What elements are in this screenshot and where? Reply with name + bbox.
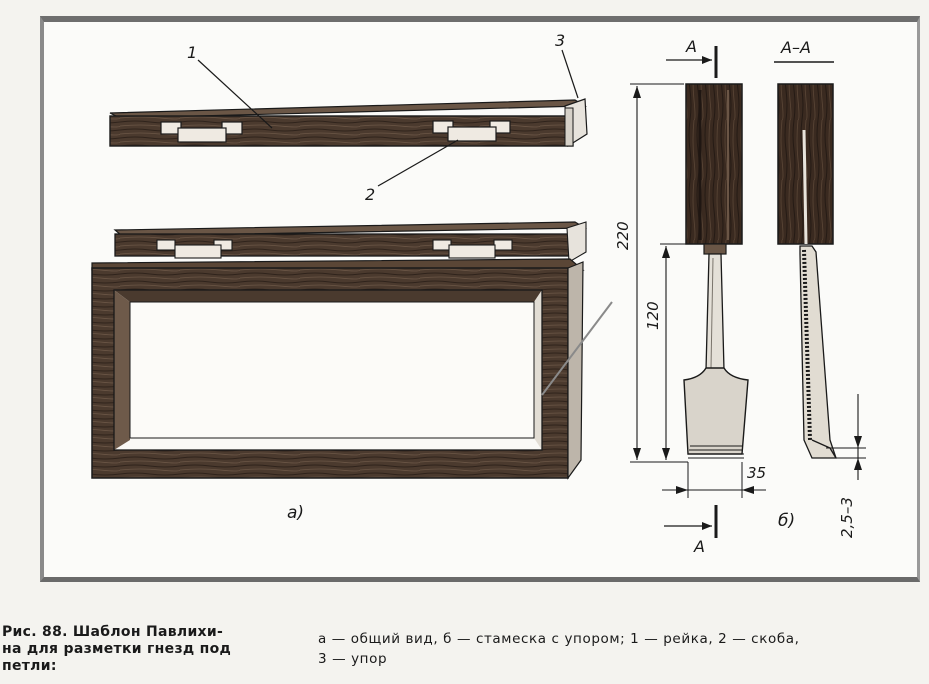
bracket-left [160, 121, 243, 143]
bracket-right [432, 120, 511, 142]
caption-title-line-2: на для разметки гнезд под [2, 641, 232, 657]
dimension-width-value: 35 [747, 464, 766, 482]
chisel-front-view [683, 83, 749, 459]
dimension-stop [826, 394, 866, 480]
pencil-stroke [541, 301, 613, 396]
rail-upper [109, 98, 588, 148]
section-label-top: А [685, 37, 697, 56]
label-view-a: а) [287, 503, 304, 523]
label-part-3: 3 [555, 31, 565, 50]
dimension-blade-value: 120 [644, 301, 662, 330]
dimension-total [630, 83, 688, 463]
section-title: А–А [780, 38, 811, 57]
caption-desc-line-2: 3 — упор [318, 651, 388, 667]
dimension-blade [660, 243, 702, 460]
section-mark-bottom [664, 505, 718, 538]
figure-caption-title: Рис. 88. Шаблон Павлихи- на для разметки… [2, 624, 302, 675]
stop-block [564, 98, 588, 148]
label-view-b: б) [778, 511, 795, 531]
caption-desc-line-1: а — общий вид, б — стамеска с упором; 1 … [318, 631, 800, 647]
figure-caption-description: а — общий вид, б — стамеска с упором; 1 … [318, 629, 928, 669]
section-mark-top [666, 46, 718, 78]
dimension-total-value: 220 [614, 221, 632, 250]
dimension-width [662, 462, 766, 498]
caption-title-line-3: петли: [2, 658, 57, 674]
leader-line-3 [561, 49, 579, 99]
dimension-stop-value: 2,5–3 [838, 497, 856, 538]
chisel-section-view [774, 61, 837, 459]
caption-title-line-1: Рис. 88. Шаблон Павлихи- [2, 624, 224, 640]
leader-line-2 [377, 139, 459, 187]
template-assembly [91, 221, 588, 480]
section-label-bottom: А [693, 537, 705, 556]
label-part-1: 1 [187, 43, 197, 62]
label-part-2: 2 [365, 185, 375, 204]
figure-illustration: 1 2 3 а) [91, 31, 866, 556]
leader-line-1 [197, 59, 273, 129]
